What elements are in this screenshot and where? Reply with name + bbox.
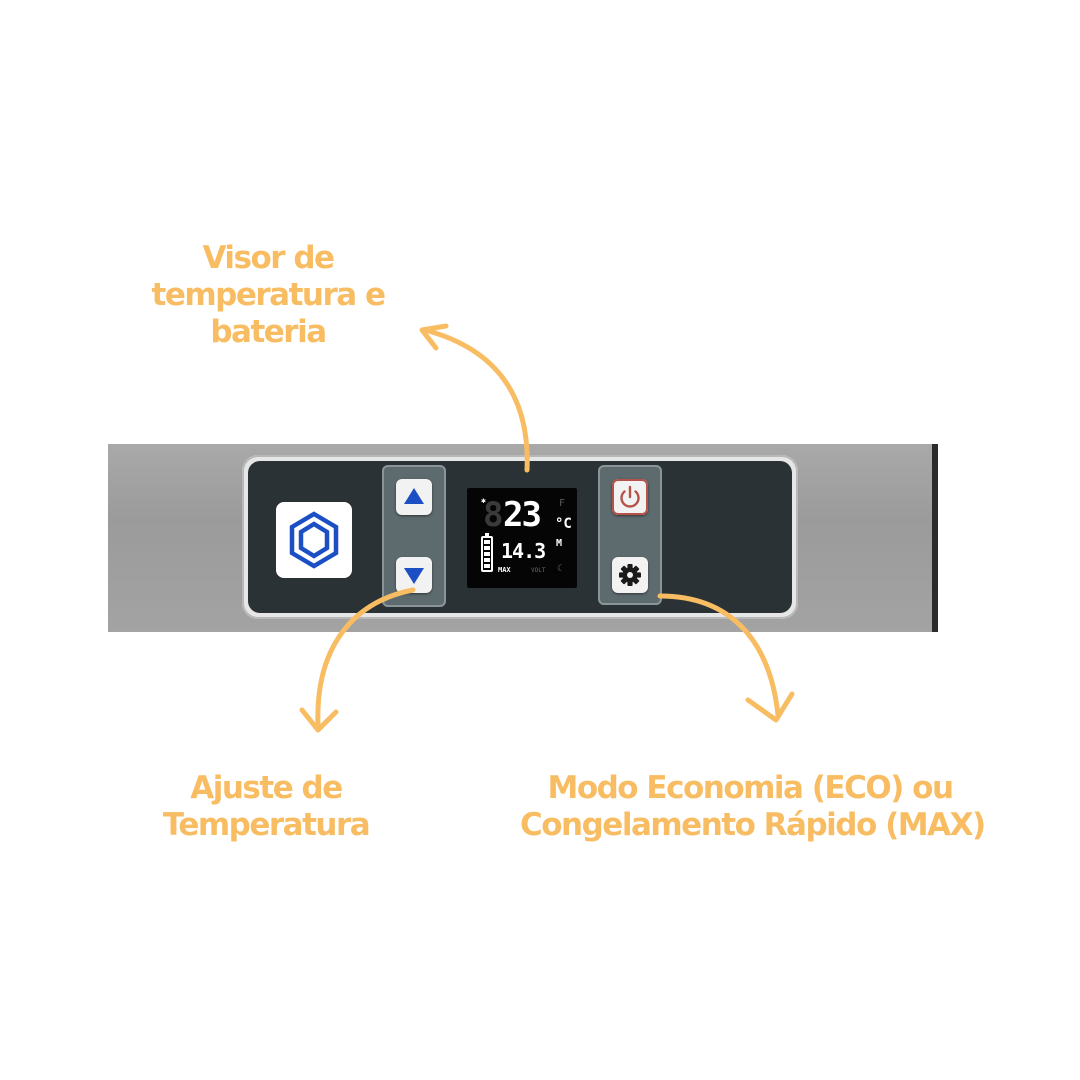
annotation-adjust-line-1: Ajuste de: [190, 770, 343, 806]
annotation-display: Visor de temperatura e bateria: [150, 240, 386, 351]
lcd-mode-letter: M: [556, 538, 563, 549]
annotation-adjust: Ajuste de Temperatura: [146, 770, 386, 844]
brand-logo-button[interactable]: [276, 502, 352, 578]
annotation-adjust-line-2: Temperatura: [162, 807, 371, 843]
annotation-mode-line-2: Congelamento Rápido (MAX): [520, 807, 986, 843]
lcd-volt-label: VOLT: [531, 567, 546, 574]
moon-icon: ☾: [557, 564, 563, 574]
temperature-up-button[interactable]: [396, 479, 432, 515]
annotation-mode-line-1: Modo Economia (ECO) ou: [547, 770, 954, 806]
mode-arrow-head: [745, 691, 795, 723]
lcd-unit-f: F: [559, 498, 566, 509]
lcd-voltage-value: 14.3: [501, 539, 546, 563]
hexagon-logo-icon: [289, 511, 339, 569]
annotation-mode: Modo Economia (ECO) ou Congelamento Rápi…: [520, 770, 986, 844]
temperature-adjust-group: [382, 465, 446, 607]
battery-icon: [481, 533, 493, 572]
mode-settings-button[interactable]: [612, 557, 648, 593]
display-arrow-head: [419, 323, 449, 351]
lcd-temperature-value: 23: [503, 495, 542, 535]
mode-control-group: [598, 465, 662, 605]
adjust-arrow-head: [299, 707, 339, 733]
adjust-arrow: [315, 587, 416, 728]
lcd-unit-c: °C: [555, 516, 572, 532]
power-icon: [620, 485, 640, 508]
mode-arrow: [657, 593, 781, 718]
annotation-display-line-2: temperatura e: [151, 277, 386, 313]
temperature-down-button[interactable]: [396, 557, 432, 593]
power-button[interactable]: [612, 479, 648, 515]
snowflake-icon: ✱: [481, 496, 486, 505]
triangle-up-icon: [404, 488, 424, 504]
lcd-max-label: MAX: [498, 566, 511, 574]
annotation-display-line-3: bateria: [210, 314, 327, 350]
gear-icon: [619, 564, 641, 586]
lcd-ghost-digit: 8: [483, 495, 504, 535]
temperature-battery-display: ✱ 8 23 F °C 14.3 M MAX VOLT ☾: [467, 488, 577, 588]
triangle-down-icon: [404, 568, 424, 584]
annotation-display-line-1: Visor de: [202, 240, 335, 276]
display-arrow: [422, 327, 530, 473]
